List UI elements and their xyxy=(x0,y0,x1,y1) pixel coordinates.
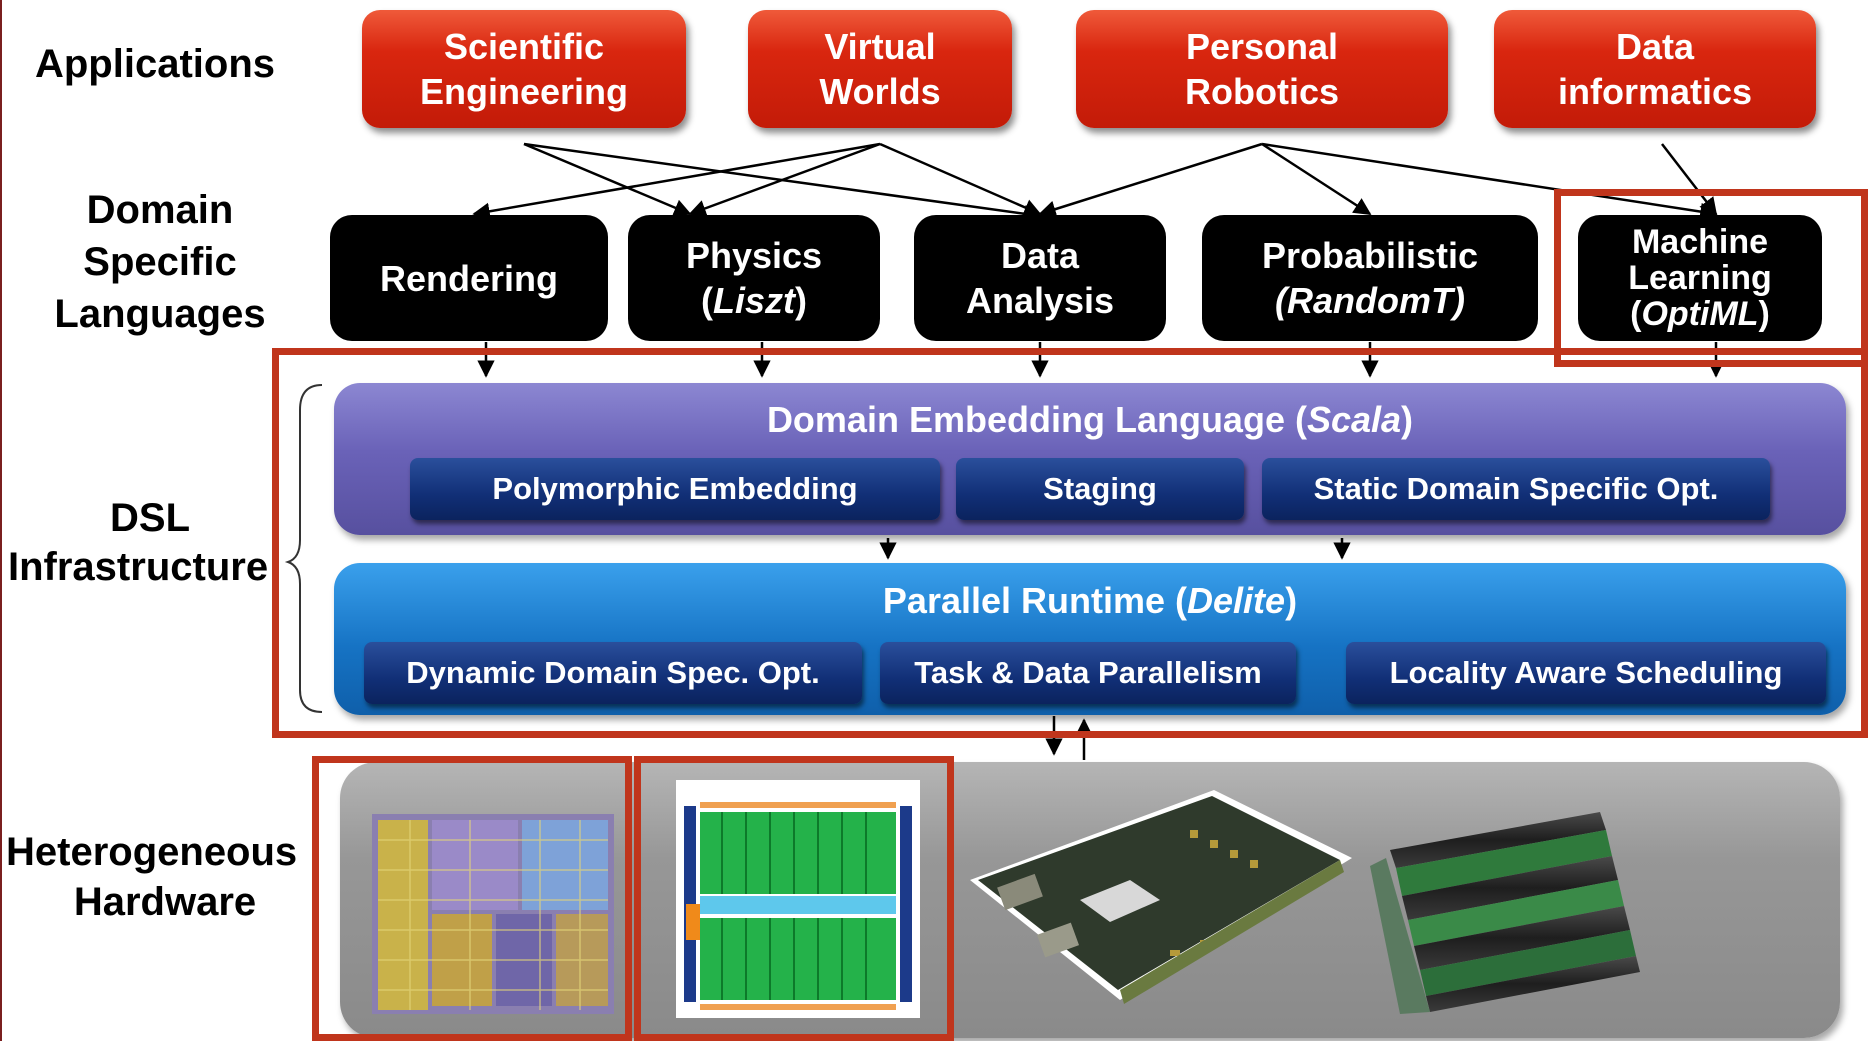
label-applications: Applications xyxy=(34,42,276,86)
label-dsl-domain: Domain xyxy=(86,188,234,232)
highlight-machine-learning xyxy=(1554,189,1868,367)
component-locality-aware-scheduling: Locality Aware Scheduling xyxy=(1346,642,1826,704)
label-dsl-specific: Specific xyxy=(83,240,237,284)
app-to-dsl-arrows xyxy=(472,142,1718,223)
highlight-cpu xyxy=(312,756,632,1041)
app-line2: informatics xyxy=(1557,71,1753,112)
dsl-rendering: Rendering xyxy=(330,215,608,341)
app-line1: Data xyxy=(1615,26,1695,67)
gpu-diagram-image xyxy=(676,780,920,1018)
label-infra-infrastructure: Infrastructure xyxy=(8,545,269,589)
fpga-board-image xyxy=(970,790,1352,1004)
app-line1: Scientific xyxy=(443,26,605,67)
highlight-dsl-infrastructure xyxy=(272,348,1868,738)
app-data-informatics: Data informatics xyxy=(1494,10,1816,128)
dsl-probabilistic-randomt: Probabilistic (RandomT) xyxy=(1202,215,1538,341)
dsl-ml-line3: (OptiML) xyxy=(1630,296,1770,332)
paren-close: ) xyxy=(1758,295,1770,333)
slide-left-border xyxy=(0,0,2,1041)
delite-panel-title: Parallel Runtime (Delite) xyxy=(334,577,1846,625)
scala-title-prefix: Domain Embedding Language ( xyxy=(766,399,1307,440)
dsl-physics-liszt-name: Liszt xyxy=(712,280,795,321)
delite-title-prefix: Parallel Runtime ( xyxy=(882,580,1188,621)
highlight-gpu xyxy=(634,756,954,1041)
dsl-ml-optiml-name: OptiML xyxy=(1641,295,1759,333)
label-hw-heterogeneous: Heterogeneous xyxy=(6,830,298,874)
label-hw-hardware: Hardware xyxy=(73,880,257,924)
label-dsl-languages: Languages xyxy=(54,292,266,336)
dsl-data-line2: Analysis xyxy=(965,280,1115,321)
dsl-data-line1: Data xyxy=(1000,235,1080,276)
scala-title-suffix: ) xyxy=(1401,399,1414,440)
dsl-ml-line1: Machine xyxy=(1631,223,1769,261)
cpu-die-image xyxy=(372,814,614,1014)
paren-open: ( xyxy=(1630,295,1642,333)
scala-panel-title: Domain Embedding Language (Scala) xyxy=(334,396,1846,444)
delite-title-italic: Delite xyxy=(1187,580,1286,621)
app-line1: Virtual xyxy=(824,26,936,67)
dsl-physics-liszt: Physics (Liszt) xyxy=(628,215,880,341)
dsl-prob-line1: Probabilistic xyxy=(1261,235,1479,276)
dsl-machine-learning-optiml: Machine Learning (OptiML) xyxy=(1578,215,1822,341)
scala-title-italic: Scala xyxy=(1306,399,1402,440)
app-line2: Engineering xyxy=(419,71,629,112)
dsl-rendering-label: Rendering xyxy=(379,257,558,299)
app-line2: Robotics xyxy=(1184,71,1339,112)
app-line2: Worlds xyxy=(819,71,941,112)
component-polymorphic-embedding: Polymorphic Embedding xyxy=(410,458,940,520)
component-task-data-parallelism: Task & Data Parallelism xyxy=(880,642,1296,704)
infrastructure-brace xyxy=(284,384,323,713)
paren-open: ( xyxy=(700,280,713,321)
delite-title-suffix: ) xyxy=(1285,580,1298,621)
dsl-physics-line1: Physics xyxy=(685,235,823,276)
component-dynamic-domain-spec-opt: Dynamic Domain Spec. Opt. xyxy=(364,642,862,704)
cluster-racks-image xyxy=(1370,812,1640,1014)
app-personal-robotics: Personal Robotics xyxy=(1076,10,1448,128)
paren-close: ) xyxy=(795,280,807,321)
label-infra-dsl: DSL xyxy=(110,496,190,540)
app-virtual-worlds: Virtual Worlds xyxy=(748,10,1012,128)
component-static-domain-specific-opt: Static Domain Specific Opt. xyxy=(1262,458,1770,520)
dsl-to-infra-arrows xyxy=(477,342,1725,378)
dsl-ml-line2: Learning xyxy=(1628,259,1772,297)
component-staging: Staging xyxy=(956,458,1244,520)
app-scientific-engineering: Scientific Engineering xyxy=(362,10,686,128)
dsl-prob-line2: (RandomT) xyxy=(1275,280,1465,321)
app-line1: Personal xyxy=(1185,26,1339,67)
dsl-physics-line2: (Liszt) xyxy=(701,278,807,323)
scala-to-delite-arrows xyxy=(879,538,1351,560)
dsl-data-analysis: Data Analysis xyxy=(914,215,1166,341)
